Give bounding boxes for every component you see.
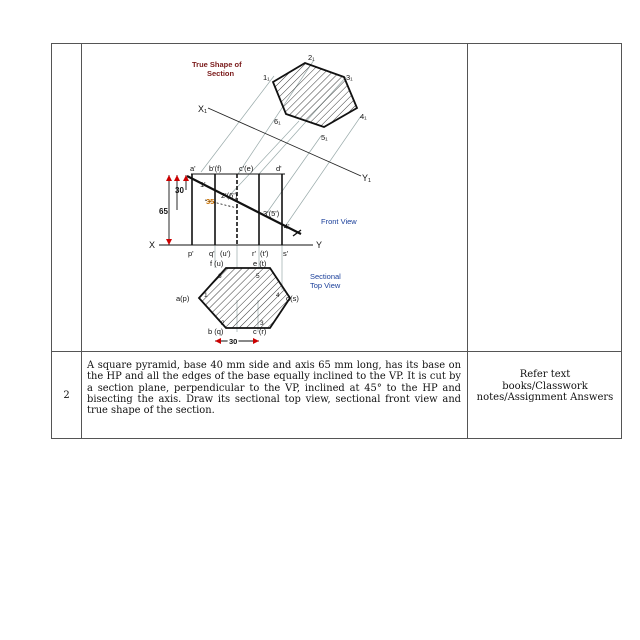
true-shape-hexagon (271, 62, 359, 128)
front-top-d: d' (276, 164, 282, 173)
x1-label: X₁ (198, 104, 207, 114)
front-bottom-r: r' (252, 249, 256, 258)
question-cell: A square pyramid, base 40 mm side and ax… (81, 351, 468, 439)
top-lbl-b: b (q) (208, 327, 224, 336)
figure-cell: X₁ Y₁ True Shape of Section 1₁ 2₁ 3₁ 4₁ … (81, 43, 468, 352)
question-text: A square pyramid, base 40 mm side and ax… (87, 360, 461, 417)
reference-cell: Refer text books/Classwork notes/Assignm… (467, 351, 622, 439)
x-label: X (149, 240, 155, 250)
top-lbl-c: c (r) (253, 327, 267, 336)
top-view-square (198, 268, 291, 328)
hex-pt-1: 1₁ (263, 73, 270, 82)
dim-30: 30 (175, 186, 184, 195)
dim-65: 65 (159, 207, 168, 216)
front-bottom-s: s' (283, 249, 289, 258)
dim-30-bottom: 30 (229, 337, 237, 346)
row1-answer-cell (467, 43, 622, 352)
y-label: Y (316, 240, 322, 250)
true-shape-title-1: True Shape of (192, 60, 242, 69)
dim-arrows (166, 175, 189, 245)
x1y1-line (207, 107, 362, 177)
front-bottom-p: p' (188, 249, 194, 258)
hex-pt-2: 2₁ (308, 53, 315, 62)
row1-number-cell (51, 43, 82, 352)
hex-pt-5: 5₁ (321, 133, 328, 142)
top-lbl-e: e (t) (253, 259, 267, 268)
top-num-5: 5 (256, 273, 260, 280)
row2-number-cell: 2 (51, 351, 82, 439)
sectional-top-label-2: Top View (310, 281, 341, 290)
hex-pt-6: 6₁ (274, 117, 281, 126)
top-num-2: 2 (221, 320, 225, 327)
front-bottom-t: (t') (260, 249, 269, 258)
top-num-4: 4 (276, 292, 280, 299)
row-number: 2 (63, 390, 70, 401)
reference-text: Refer text books/Classwork notes/Assignm… (476, 369, 614, 403)
front-view-label: Front View (321, 217, 357, 226)
front-top-b: b'(f) (209, 164, 222, 173)
true-shape-title-2: Section (207, 69, 235, 78)
top-num-6: 6 (218, 273, 222, 280)
sec-pt-4: 4' (284, 222, 290, 231)
top-lbl-a: a(p) (176, 294, 190, 303)
top-num-3: 3 (260, 320, 264, 327)
sec-pt-2: 2'(6') (221, 191, 238, 200)
front-view (168, 173, 302, 245)
y1-label: Y₁ (362, 173, 371, 183)
dim-35: 35 (206, 197, 214, 206)
answer-table: X₁ Y₁ True Shape of Section 1₁ 2₁ 3₁ 4₁ … (51, 43, 622, 439)
front-bottom-q: q' (209, 249, 215, 258)
front-top-c: c'(e) (239, 164, 254, 173)
top-lbl-d: d(s) (286, 294, 299, 303)
hex-pt-4: 4₁ (360, 112, 367, 121)
sectional-top-label-1: Sectional (310, 272, 341, 281)
top-view-outline (197, 267, 292, 329)
top-num-1: 1 (204, 292, 208, 299)
sec-pt-1: 1' (200, 180, 206, 189)
front-top-a: a' (190, 164, 196, 173)
hex-pt-3: 3₁ (346, 73, 353, 82)
engineering-drawing: X₁ Y₁ True Shape of Section 1₁ 2₁ 3₁ 4₁ … (149, 53, 371, 348)
front-bottom-u: (u') (220, 249, 231, 258)
sec-pt-3: 3'(5') (263, 209, 280, 218)
top-lbl-f: f (u) (210, 259, 224, 268)
